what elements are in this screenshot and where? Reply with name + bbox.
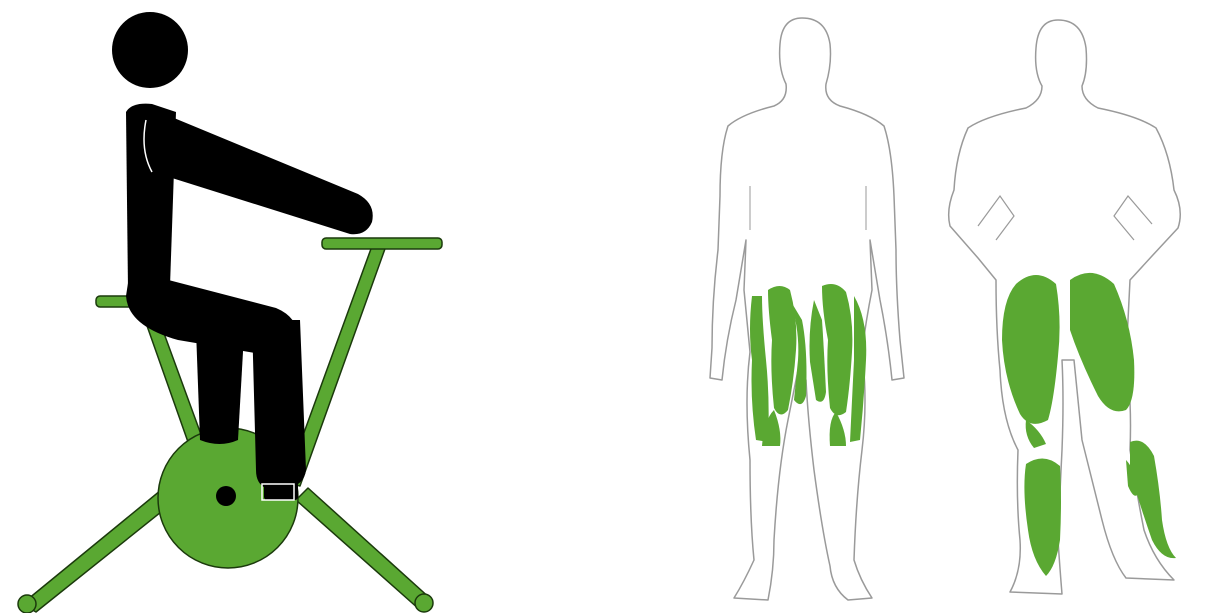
rider-figure <box>112 12 373 500</box>
rider-shin <box>252 320 306 488</box>
stationary-bike-rider-icon <box>0 0 460 613</box>
front-body-outline <box>710 18 904 600</box>
bike-illustration <box>0 0 460 613</box>
flywheel-hub <box>216 486 236 506</box>
rider-head <box>112 12 188 88</box>
back-body-illustration <box>930 0 1210 613</box>
bike-rear-leg <box>22 486 176 612</box>
bike-front-leg <box>296 488 432 610</box>
rider-arm <box>146 115 373 234</box>
bike-rear-foot <box>18 595 36 613</box>
body-front-view-icon <box>690 0 930 613</box>
rider-back-shin <box>196 330 244 444</box>
front-body-illustration <box>690 0 930 613</box>
bike-front-foot <box>415 594 433 612</box>
body-back-view-icon <box>930 0 1210 613</box>
bike-handlebar <box>322 238 442 249</box>
